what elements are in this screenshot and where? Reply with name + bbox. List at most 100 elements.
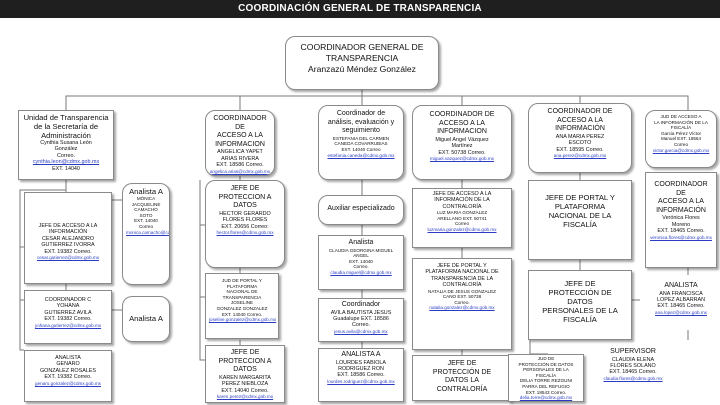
coord-acceso-4-text: INFORMACIÓN	[656, 206, 706, 214]
analista-claudia-box: Analista CLAUDIA GEORGINA MIGUEL ANGEL E…	[318, 235, 404, 290]
email-link[interactable]: angelica.arias@cdmx.gob.mx	[209, 168, 271, 174]
jefe-proteccion-a-text: JEFE DE PROTECCION A	[218, 185, 272, 201]
email-link[interactable]: jesus.avila@cdmx.gob.mx	[334, 328, 388, 334]
unidad-transparencia-box: Unidad de Transparencia de la Secretaría…	[18, 110, 114, 180]
jefe-proteccion-fiscalia-text: PERSONALES DE LA	[542, 306, 618, 315]
coord-acceso-4-text: Moreno	[671, 221, 691, 228]
email-link[interactable]: joseline.gonzalez@cdmx.gob.mx	[209, 317, 277, 323]
coord-analisis-text: EXT. 14040 Correo	[341, 146, 381, 152]
coordinador-c-text: GUTIERREZ AVILA	[44, 309, 92, 316]
page-title: COORDINACIÓN GENERAL DE TRANSPARENCIA	[0, 0, 720, 18]
jefe-portal-fiscalia-box: JEFE DE PORTAL Y PLATAFORMA NACIONAL DE …	[528, 180, 632, 260]
jefe-proteccion-a-text: FLORES FLORES	[222, 217, 268, 224]
coord-acceso-3-text: COORDINADOR DE	[547, 108, 613, 115]
jud-proteccion-fiscalia-text: PROTECCIÓN DE DATOS	[518, 361, 574, 367]
email-link[interactable]: natalia.gonzalez@cdmx.gob.mx	[429, 305, 495, 311]
email-link[interactable]: luzmaria.gonzalez@cdmx.gob.mx	[427, 227, 497, 232]
coord-analisis-text: CANEDA COVARRUBIAS	[334, 141, 388, 147]
email-link[interactable]: estefania.caneda@cdmx.gob.mx	[327, 152, 395, 158]
coord-acceso-1-box: COORDINADOR DE ACCESO A LA INFORMACION A…	[205, 110, 275, 176]
coord-acceso-2-text: INFORMACION	[437, 128, 487, 136]
coord-acceso-4-box: COORDINADOR DE ACCESO A LA INFORMACIÓN V…	[645, 172, 717, 268]
jefe-acceso-contraloria-text: CONTRALORÍA	[442, 203, 482, 210]
top-coordinator-name: Aranzazú Méndez González	[308, 64, 416, 74]
jefe-portal-contraloria-text: NATALIA DE JESUS GONZALEZ	[428, 288, 496, 294]
analista-a-text: SOTO	[139, 212, 153, 218]
jefe-acceso-text: JEFE DE ACCESO A LA	[38, 223, 98, 229]
analista-claudia-text: EXT. 14040	[349, 258, 373, 264]
coord-acceso-3-text: ACCESO A LA	[557, 116, 603, 124]
email-link[interactable]: monica.camacho@cdmx.gob.mx	[126, 229, 170, 235]
email-link[interactable]: ana.perez@cdmx.gob.mx	[553, 153, 607, 158]
analista-a-monica-box: Analista A MÓNICA JACQUELINE CAMACHO SOT…	[122, 183, 170, 285]
email-link[interactable]: cynthia.leon@cdmx.gob.mx	[32, 159, 100, 166]
analista-ana-text: LOPEZ ALBARRAN	[657, 297, 705, 303]
unidad-name: Cynthia Susana León	[40, 140, 92, 146]
email-link[interactable]: victor.garcia@cdmx.gob.mx	[652, 147, 710, 153]
analista-a-lourdes-text: EXT. 18586 Correo.	[337, 372, 385, 379]
jefe-proteccion-contraloria-text: JEFE DE	[447, 360, 477, 367]
jefe-proteccion-fiscalia-text: FISCALÍA	[563, 315, 597, 324]
jud-acceso-fiscalia-text: LA INFORMACIÓN DE LA	[654, 119, 708, 125]
analista-ana-text: ANA FRANCISCA	[659, 290, 703, 297]
email-link[interactable]: yohana.gutierrez@cdmx.gob.mx	[34, 322, 102, 328]
coord-acceso-3-text: ESCOTO	[568, 140, 592, 147]
email-link[interactable]: delia.torre@cdmx.gob.mx	[519, 395, 573, 401]
email-link[interactable]: ana.lopez@cdmx.gob.mx	[655, 309, 707, 315]
jud-proteccion-fiscalia-text: DELIA TORRE REZGUNI	[519, 378, 573, 384]
coordinador-c-box: COORDINADOR C YOHANA GUTIERREZ AVILA EXT…	[24, 290, 112, 344]
jud-acceso-fiscalia-text: FISCALÍA	[670, 125, 692, 131]
jud-portal-datos-box: JUD DE PORTAL Y PLATAFORMA NACIONAL DE T…	[205, 273, 279, 339]
email-link[interactable]: cesar.gutierrez@cdmx.gob.mx	[36, 255, 100, 261]
email-link[interactable]: genaro.gonzalez@cdmx.gob.mx	[35, 380, 101, 386]
analista-a-box: Analista A	[122, 296, 170, 342]
email-link[interactable]: veronica.flores@cdmx.gob.mx	[650, 234, 712, 240]
jefe-proteccion-contraloria-text: DATOS LA	[445, 377, 479, 385]
email-link[interactable]: karen.perez@cdmx.gob.mx	[216, 394, 274, 399]
coordinador-avila-text: Guadalupe EXT. 18586	[333, 316, 389, 322]
coord-acceso-2-text: Miguel Angel Vázquez	[435, 136, 489, 143]
email-link[interactable]: claudia.miguel@cdmx.gob.mx	[330, 269, 392, 275]
coord-acceso-1-text: INFORMACION	[215, 140, 265, 148]
jefe-proteccion-a-text: EXT. 20656 Correo:	[221, 223, 269, 230]
jefe-acceso-text: INFORMACIÓN	[48, 229, 88, 236]
jud-proteccion-fiscalia-text: PARRA DEL REFUGIO	[522, 383, 570, 389]
coordinador-avila-text: Coordinador	[341, 301, 381, 308]
analista-a-lourdes-box: ANALISTA A LOURDES FABIOLA RODRIGUEZ RON…	[318, 348, 404, 402]
unidad-title: de la Secretaría de	[33, 122, 99, 131]
top-coordinator-box: COORDINADOR GENERAL DE TRANSPARENCIA Ara…	[285, 36, 439, 90]
coordinador-avila-text: AVILA BAUTISTA JESUS	[330, 309, 392, 316]
coordinador-c-text: YOHANA	[56, 303, 80, 310]
coord-acceso-2-box: COORDINADOR DE ACCESO A LA INFORMACION M…	[412, 105, 512, 180]
jud-proteccion-fiscalia-box: JUD DE PROTECCIÓN DE DATOS PERSONALES DE…	[508, 354, 584, 402]
jefe-proteccion-contraloria-text: PROTECCIÓN DE	[432, 368, 492, 376]
analista-genaro-box: ANALISTA GENARO GONZALEZ ROSALES EXT. 19…	[24, 350, 112, 402]
analista-genaro-text: GONZALEZ ROSALES	[39, 367, 97, 374]
email-link[interactable]: lourdes.rodriguez@cdmx.gob.mx	[327, 378, 395, 384]
jefe-acceso-contraloria-box: JEFE DE ACCESO A LA INFORMACIÓN DE LA CO…	[412, 188, 512, 248]
jefe-proteccion-a-box: JEFE DE PROTECCION A DATOS HECTOR GERARD…	[205, 180, 285, 268]
jud-portal-datos-text: EXT. 14040 Correo.	[221, 311, 263, 317]
email-link[interactable]: claudia.flores@cdmx.gob.mx	[603, 375, 663, 381]
email-link[interactable]: miguel.vazquez@cdmx.gob.mx	[430, 156, 494, 161]
jefe-portal-contraloria-text: JEFE DE PORTAL Y	[437, 263, 487, 269]
analista-claudia-text: Correo.	[353, 264, 369, 270]
coord-acceso-4-text: COORDINADOR DE	[654, 181, 708, 197]
jefe-proteccion-fiscalia-text: JEFE DE	[564, 279, 596, 288]
unidad-ext: EXT. 14040	[52, 165, 80, 172]
coordinador-c-text: EXT. 19382 Correo.	[44, 316, 92, 323]
jefe-proteccion-b-text: PEREZ NIEBLOZA	[221, 381, 269, 388]
jefe-acceso-contraloria-text: LUZ MARIA GONZALEZ	[436, 210, 488, 216]
analista-claudia-text: ANGEL	[353, 253, 369, 259]
jud-acceso-fiscalia-text: Correo	[673, 141, 689, 147]
analista-a-lourdes-text: LOURDES FABIOLA	[335, 359, 387, 366]
jud-acceso-fiscalia-box: JUD DE ACCESO A LA INFORMACIÓN DE LA FIS…	[645, 110, 717, 168]
email-link[interactable]: hector.flores@cdmx.gob.mx	[216, 230, 274, 235]
coord-acceso-2-text: ACCESO A LA	[439, 119, 485, 127]
jefe-proteccion-b-text: JEFE DE PROTECCION A	[218, 349, 272, 365]
jefe-proteccion-b-text: KAREN MARGARITA	[219, 374, 271, 381]
analista-a-lourdes-text: RODRIGUEZ RON	[338, 366, 384, 372]
jefe-portal-contraloria-box: JEFE DE PORTAL Y PLATAFORMA NACIONAL DE …	[412, 258, 512, 350]
jud-proteccion-fiscalia-text: PERSONALES DE LA	[523, 367, 569, 373]
coord-acceso-3-text: ANA MARIA PEREZ	[555, 133, 605, 140]
